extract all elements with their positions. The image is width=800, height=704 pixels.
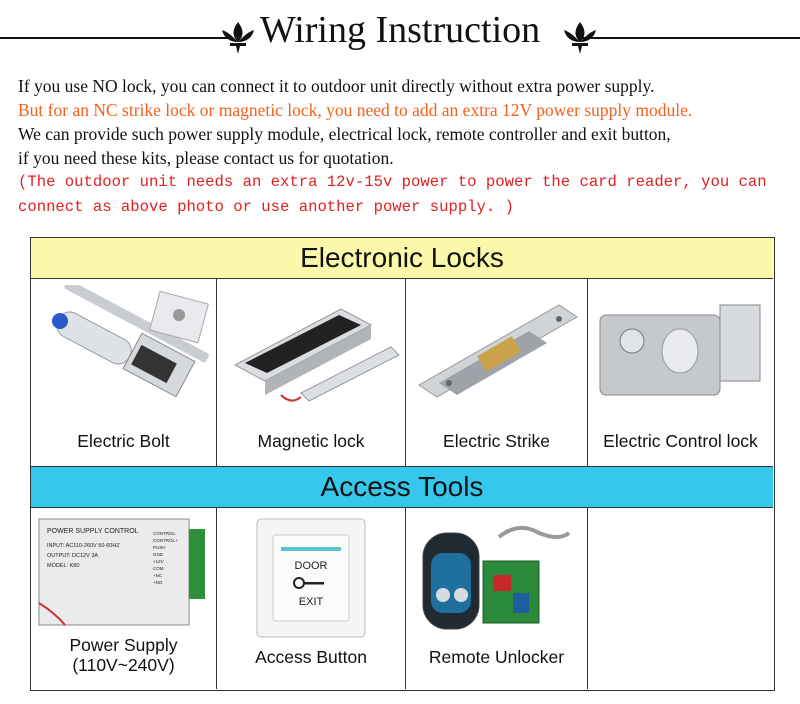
psu-terminal-text: CONTROL+ bbox=[153, 538, 178, 543]
psu-terminal-text: CONTROL- bbox=[153, 531, 177, 536]
header-rule-right bbox=[580, 37, 800, 39]
header: Wiring Instruction bbox=[0, 0, 800, 72]
power-note: connect as above photo or use another po… bbox=[18, 198, 514, 216]
product-electric-bolt: Electric Bolt bbox=[31, 279, 217, 466]
header-rule-left bbox=[0, 37, 230, 39]
intro-line: if you need these kits, please contact u… bbox=[18, 148, 394, 168]
product-label: Electric Bolt bbox=[77, 431, 170, 451]
section-heading-tools: Access Tools bbox=[31, 466, 773, 508]
psu-terminal-text: COM bbox=[153, 566, 164, 571]
product-label: Power Supply (110V~240V) bbox=[31, 635, 216, 675]
psu-title-text: POWER SUPPLY CONTROL bbox=[47, 528, 139, 535]
psu-terminal-text: +NO bbox=[153, 580, 163, 585]
intro-line-warning: But for an NC strike lock or magnetic lo… bbox=[18, 100, 693, 120]
product-remote-unlocker: Remote Unlocker bbox=[406, 507, 588, 689]
product-grid: Electronic Locks Electric Bolt Magnetic … bbox=[30, 237, 775, 691]
psu-terminal-text: +NC bbox=[153, 573, 163, 578]
empty-cell bbox=[588, 507, 773, 689]
psu-model-text: MODEL: K80 bbox=[47, 563, 79, 569]
product-electric-strike: Electric Strike bbox=[406, 279, 588, 466]
product-label: Magnetic lock bbox=[257, 431, 365, 451]
product-access-button: DOOR EXIT Access Button bbox=[217, 507, 406, 689]
product-electric-control-lock: Electric Control lock bbox=[588, 279, 773, 466]
section-heading-locks: Electronic Locks bbox=[31, 238, 773, 279]
intro-line: If you use NO lock, you can connect it t… bbox=[18, 76, 655, 96]
product-label-line: Power Supply bbox=[69, 635, 178, 655]
product-magnetic-lock: Magnetic lock bbox=[217, 279, 406, 466]
fleur-de-lis-icon bbox=[222, 22, 254, 54]
magnetic-lock-image bbox=[233, 308, 400, 402]
electric-strike-image bbox=[418, 304, 578, 398]
button-top-text: DOOR bbox=[295, 560, 328, 572]
access-button-image: DOOR EXIT bbox=[256, 518, 366, 638]
intro-text: If you use NO lock, you can connect it t… bbox=[18, 74, 788, 220]
remote-unlocker-image bbox=[422, 525, 571, 630]
product-label-line: (110V~240V) bbox=[72, 655, 175, 675]
fleur-de-lis-icon bbox=[564, 22, 596, 54]
power-supply-image: POWER SUPPLY CONTROL INPUT: AC110-260V 5… bbox=[38, 518, 205, 626]
product-label: Access Button bbox=[255, 647, 367, 667]
psu-input-text: INPUT: AC110-260V 50-60HZ bbox=[47, 543, 120, 549]
product-power-supply: POWER SUPPLY CONTROL INPUT: AC110-260V 5… bbox=[31, 507, 217, 689]
button-bottom-text: EXIT bbox=[299, 596, 324, 608]
product-label: Remote Unlocker bbox=[428, 647, 565, 667]
electric-control-lock-image bbox=[599, 304, 761, 396]
intro-line: We can provide such power supply module,… bbox=[18, 124, 671, 144]
psu-terminal-text: PUSH bbox=[153, 545, 166, 550]
psu-terminal-text: +12V bbox=[153, 559, 164, 564]
page-title: Wiring Instruction bbox=[259, 9, 541, 51]
electric-bolt-image bbox=[52, 285, 209, 398]
product-label: Electric Strike bbox=[443, 431, 550, 451]
power-note: (The outdoor unit needs an extra 12v-15v… bbox=[18, 173, 767, 191]
product-label: Electric Control lock bbox=[603, 431, 758, 451]
psu-terminal-text: GND bbox=[153, 552, 164, 557]
psu-output-text: OUTPUT: DC12V 3A bbox=[47, 553, 98, 559]
